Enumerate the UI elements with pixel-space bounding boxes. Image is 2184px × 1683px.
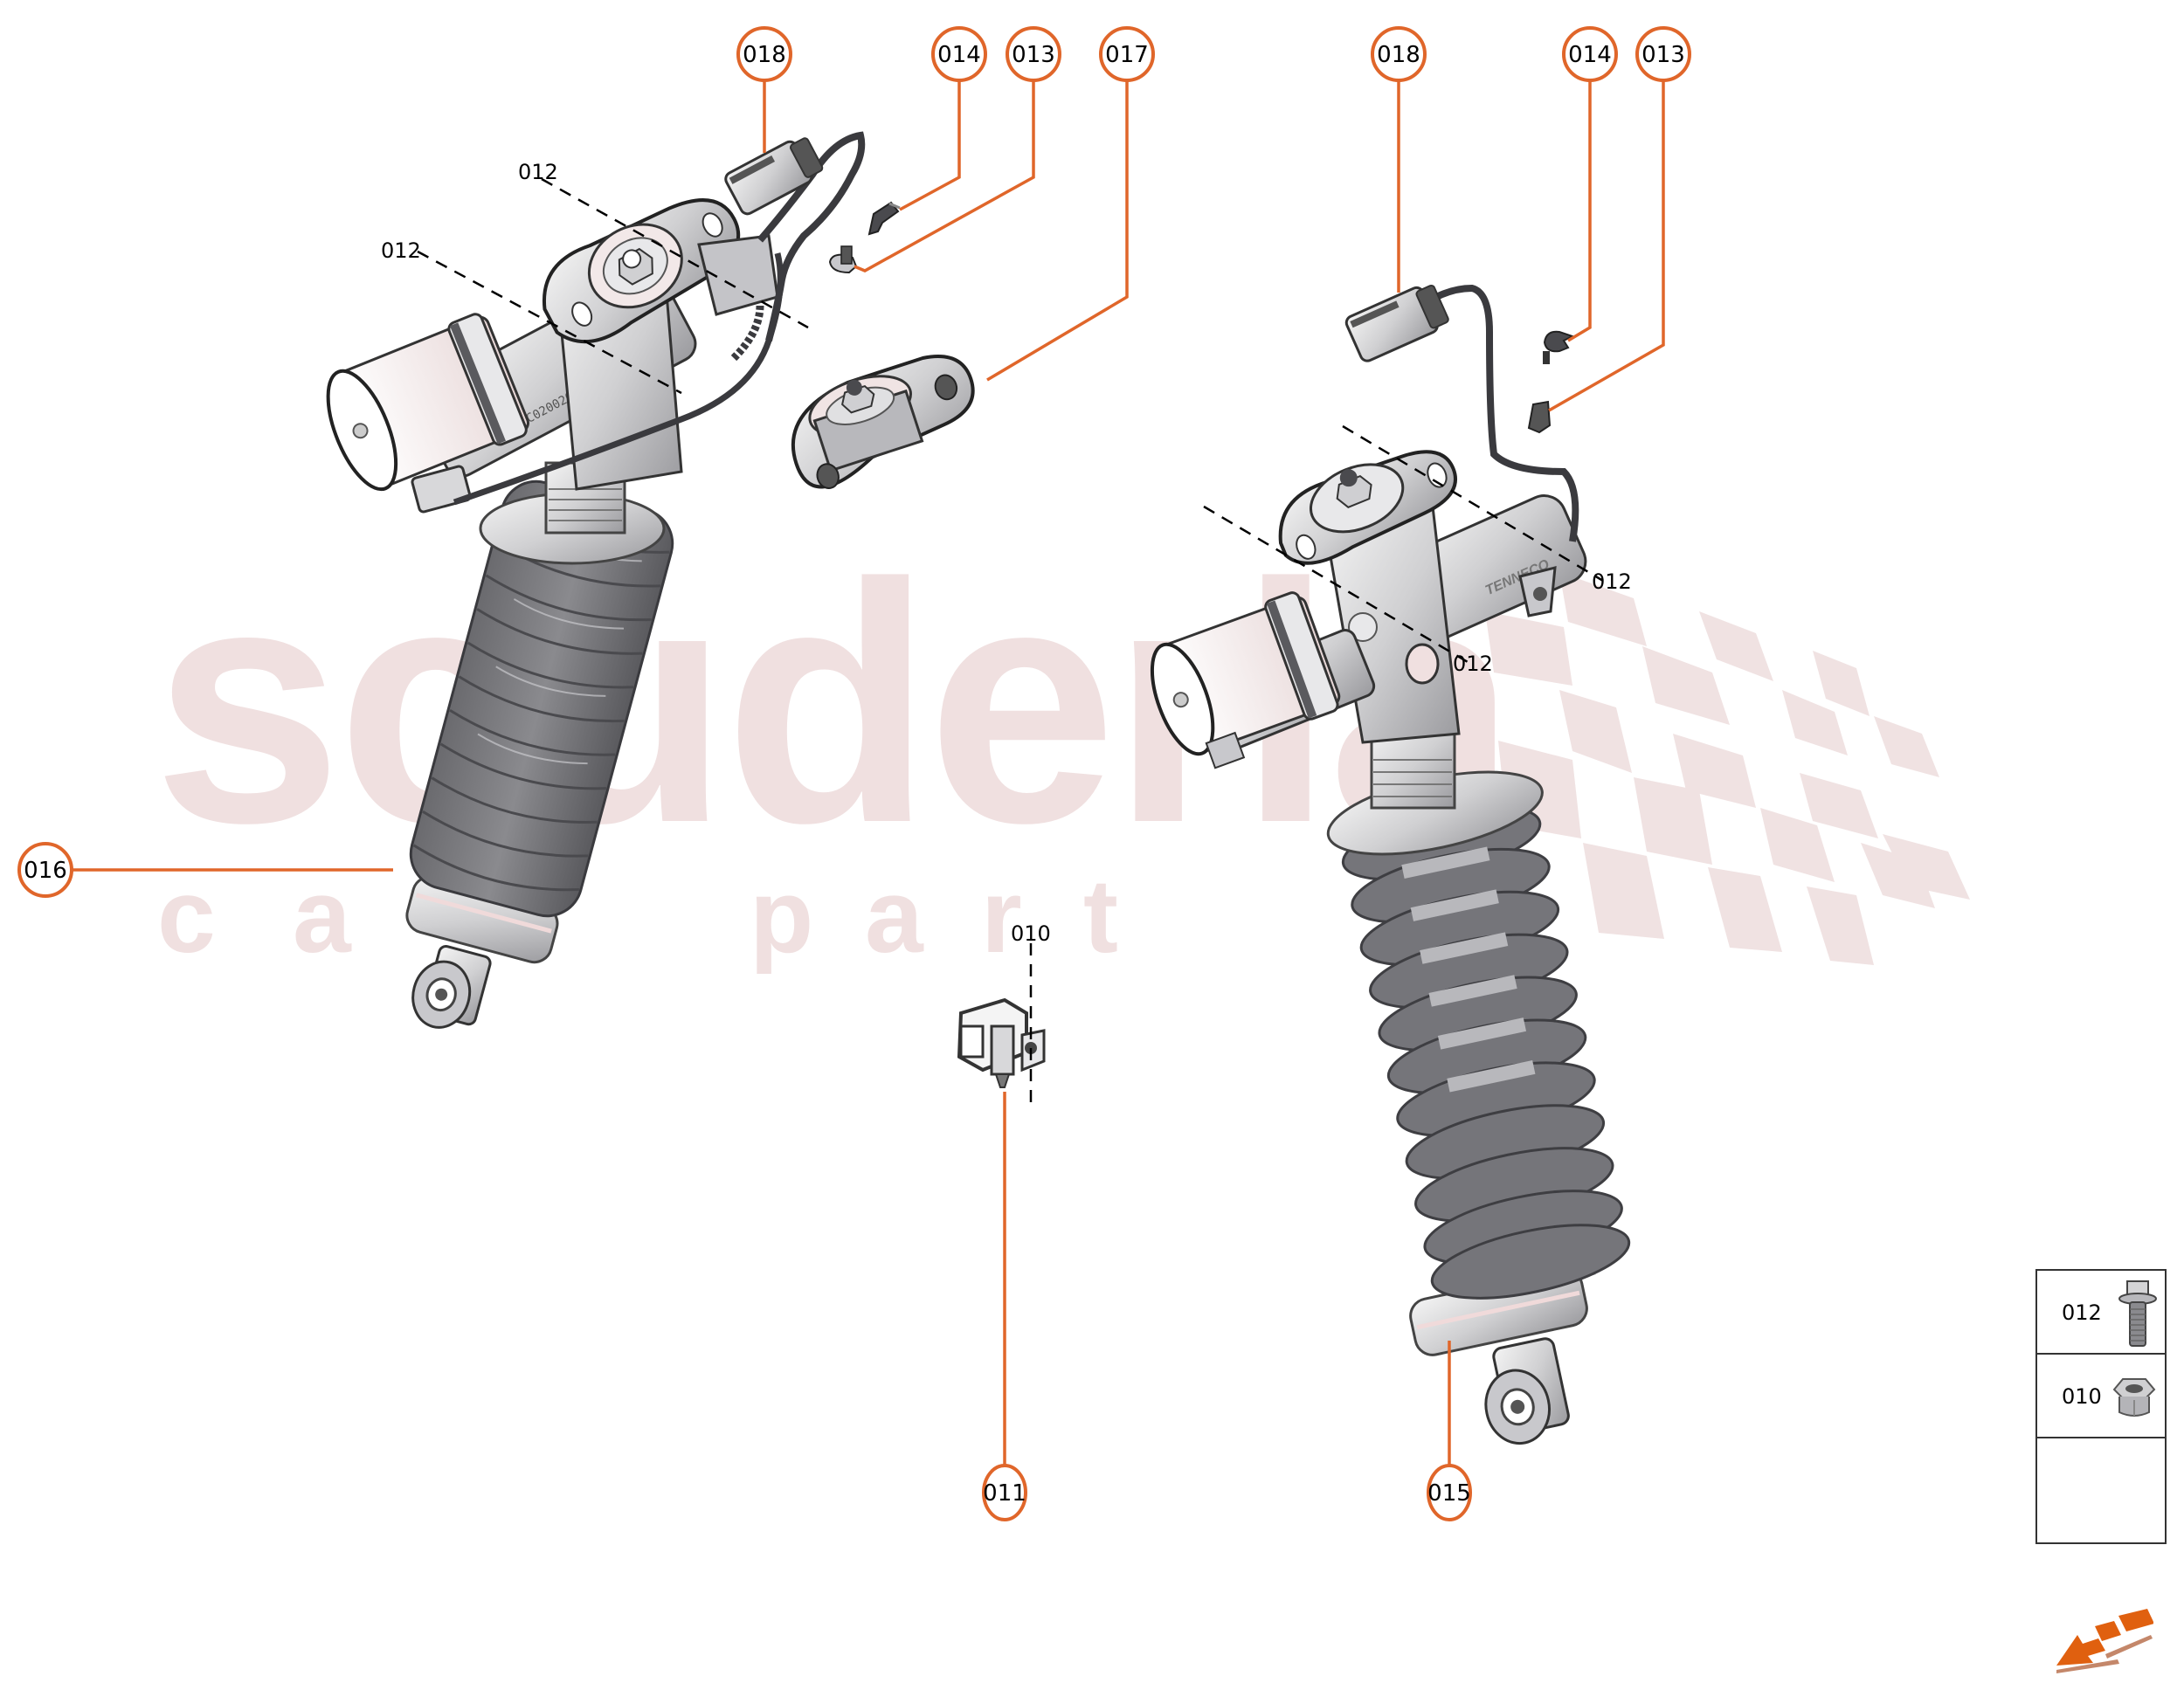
parts-diagram: scuderia c a p a r t — [17, 26, 1970, 1521]
flange-bolt-icon — [2118, 1280, 2157, 1347]
svg-text:014: 014 — [1568, 42, 1612, 68]
callout-011[interactable]: 011 — [982, 1464, 1027, 1521]
next-diagram-arrow-icon[interactable] — [2053, 1609, 2153, 1683]
watermark-car-parts: c a p a r t — [157, 858, 1118, 975]
right-shock-absorber-015[interactable]: TENNECO — [1138, 424, 1644, 1449]
callout-014-left[interactable]: 014 — [931, 26, 987, 82]
callout-013-right[interactable]: 013 — [1635, 26, 1691, 82]
left-clip-013[interactable] — [828, 245, 858, 274]
fastener-label-012: 012 — [381, 238, 421, 263]
fastener-label-012: 012 — [1453, 652, 1493, 676]
height-sensor-011[interactable] — [957, 943, 1046, 1109]
right-clip-013[interactable] — [1527, 400, 1552, 434]
callout-013-left[interactable]: 013 — [1006, 26, 1061, 82]
svg-text:016: 016 — [24, 858, 67, 884]
svg-text:018: 018 — [1377, 42, 1420, 68]
svg-text:018: 018 — [743, 42, 786, 68]
svg-text:013: 013 — [1012, 42, 1055, 68]
callout-014-right[interactable]: 014 — [1562, 26, 1618, 82]
callout-017[interactable]: 017 — [1099, 26, 1155, 82]
right-clip-014[interactable] — [1543, 330, 1575, 364]
legend-row-010[interactable]: 010 — [2037, 1355, 2165, 1438]
leader-lines — [73, 81, 1665, 1466]
legend-code: 012 — [2062, 1300, 2102, 1325]
svg-text:a: a — [865, 858, 924, 975]
fastener-label-012: 012 — [1592, 569, 1632, 594]
legend-row-012[interactable]: 012 — [2037, 1271, 2165, 1355]
svg-text:011: 011 — [983, 1480, 1026, 1507]
fastener-label-010: 010 — [1011, 921, 1051, 946]
svg-text:013: 013 — [1641, 42, 1685, 68]
svg-text:015: 015 — [1427, 1480, 1471, 1507]
svg-text:c: c — [157, 858, 216, 975]
watermark-checkered-flag-icon — [1485, 572, 1970, 965]
callout-015[interactable]: 015 — [1427, 1464, 1472, 1521]
svg-text:p: p — [750, 858, 813, 975]
svg-text:t: t — [1083, 858, 1118, 975]
flange-nut-icon — [2112, 1378, 2156, 1417]
left-connector-018[interactable] — [723, 131, 866, 341]
svg-text:r: r — [981, 858, 1022, 975]
top-mount-017[interactable] — [777, 345, 989, 496]
callout-016[interactable]: 016 — [17, 842, 73, 898]
callout-018-left[interactable]: 018 — [736, 26, 792, 82]
left-clip-014[interactable] — [867, 201, 901, 236]
svg-text:017: 017 — [1105, 42, 1149, 68]
fastener-label-012: 012 — [518, 160, 558, 184]
right-connector-018[interactable] — [1344, 280, 1579, 542]
fastener-legend: 012 010 — [2035, 1269, 2167, 1673]
left-shock-absorber-016[interactable]: CDC020020 — [313, 177, 809, 1038]
svg-text:014: 014 — [937, 42, 981, 68]
callout-018-right[interactable]: 018 — [1371, 26, 1427, 82]
legend-code: 010 — [2062, 1384, 2102, 1409]
svg-text:a: a — [293, 858, 352, 975]
